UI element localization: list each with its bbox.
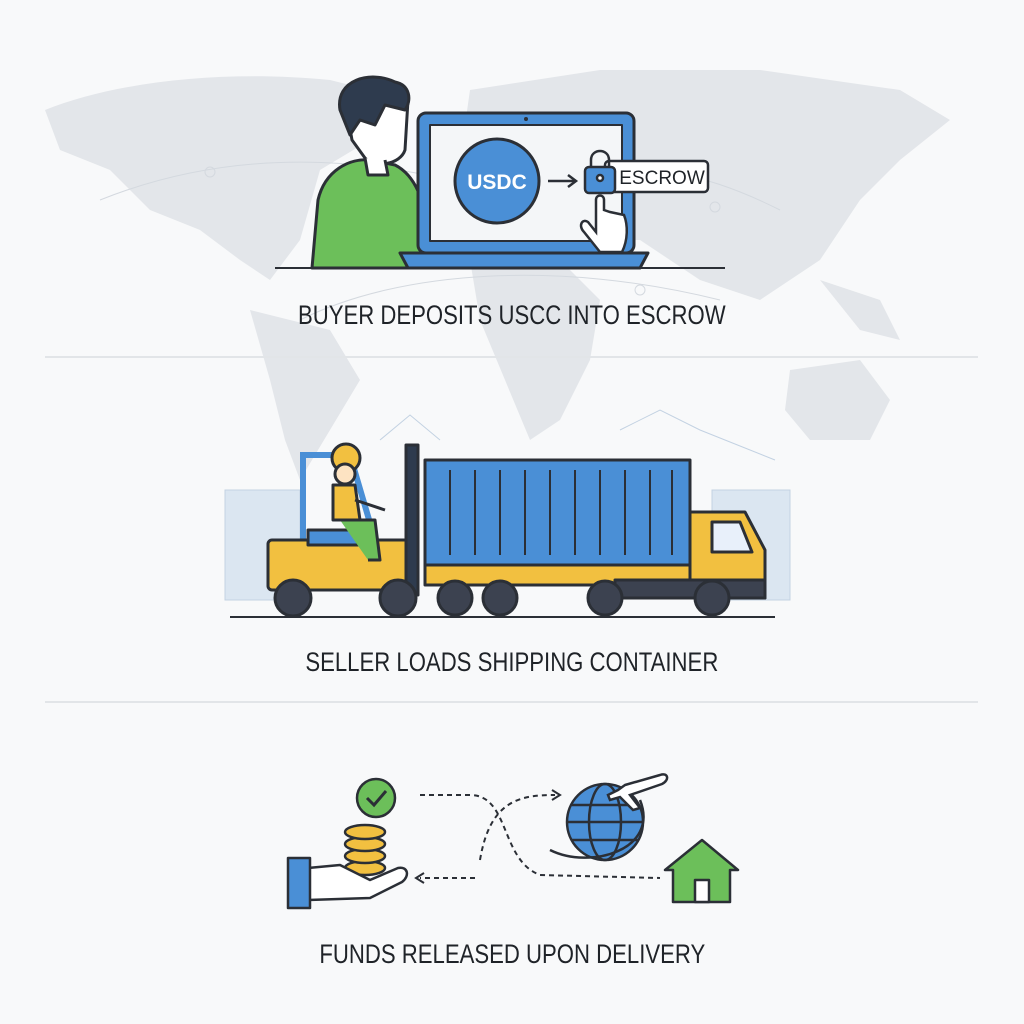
step-1-caption: BUYER DEPOSITS USCC INTO ESCROW <box>0 300 1024 331</box>
usdc-coin <box>453 137 541 225</box>
globe-icon <box>549 782 645 862</box>
container-ribs <box>449 470 673 555</box>
usdc-label: USDC <box>467 171 527 194</box>
arrow-right-icon <box>548 174 579 188</box>
step-2-caption-text: SELLER LOADS SHIPPING CONTAINER <box>305 647 719 677</box>
checkmark-circle-icon <box>355 777 397 819</box>
coin-stack-icon <box>343 823 387 877</box>
arrow-head-icon <box>414 872 425 884</box>
buyer-illustration <box>310 75 461 270</box>
step-3-caption: FUNDS RELEASED UPON DELIVERY <box>0 939 1024 970</box>
padlock-icon <box>583 149 617 195</box>
step-1-caption-text: BUYER DEPOSITS USCC INTO ESCROW <box>298 300 726 330</box>
step-3-caption-text: FUNDS RELEASED UPON DELIVERY <box>319 939 705 969</box>
hand-icon <box>286 856 409 910</box>
pointer-hand-icon <box>579 194 628 254</box>
forklift-illustration <box>266 442 420 618</box>
escrow-badge: ESCROW <box>603 159 710 194</box>
arrow-head-icon <box>551 789 562 801</box>
escrow-label: ESCROW <box>619 168 705 189</box>
dashed-flow-arrows <box>420 794 661 879</box>
step-2-caption: SELLER LOADS SHIPPING CONTAINER <box>0 647 1024 678</box>
house-icon <box>663 838 740 904</box>
airplane-icon <box>606 773 669 812</box>
truck-illustration <box>423 458 767 617</box>
